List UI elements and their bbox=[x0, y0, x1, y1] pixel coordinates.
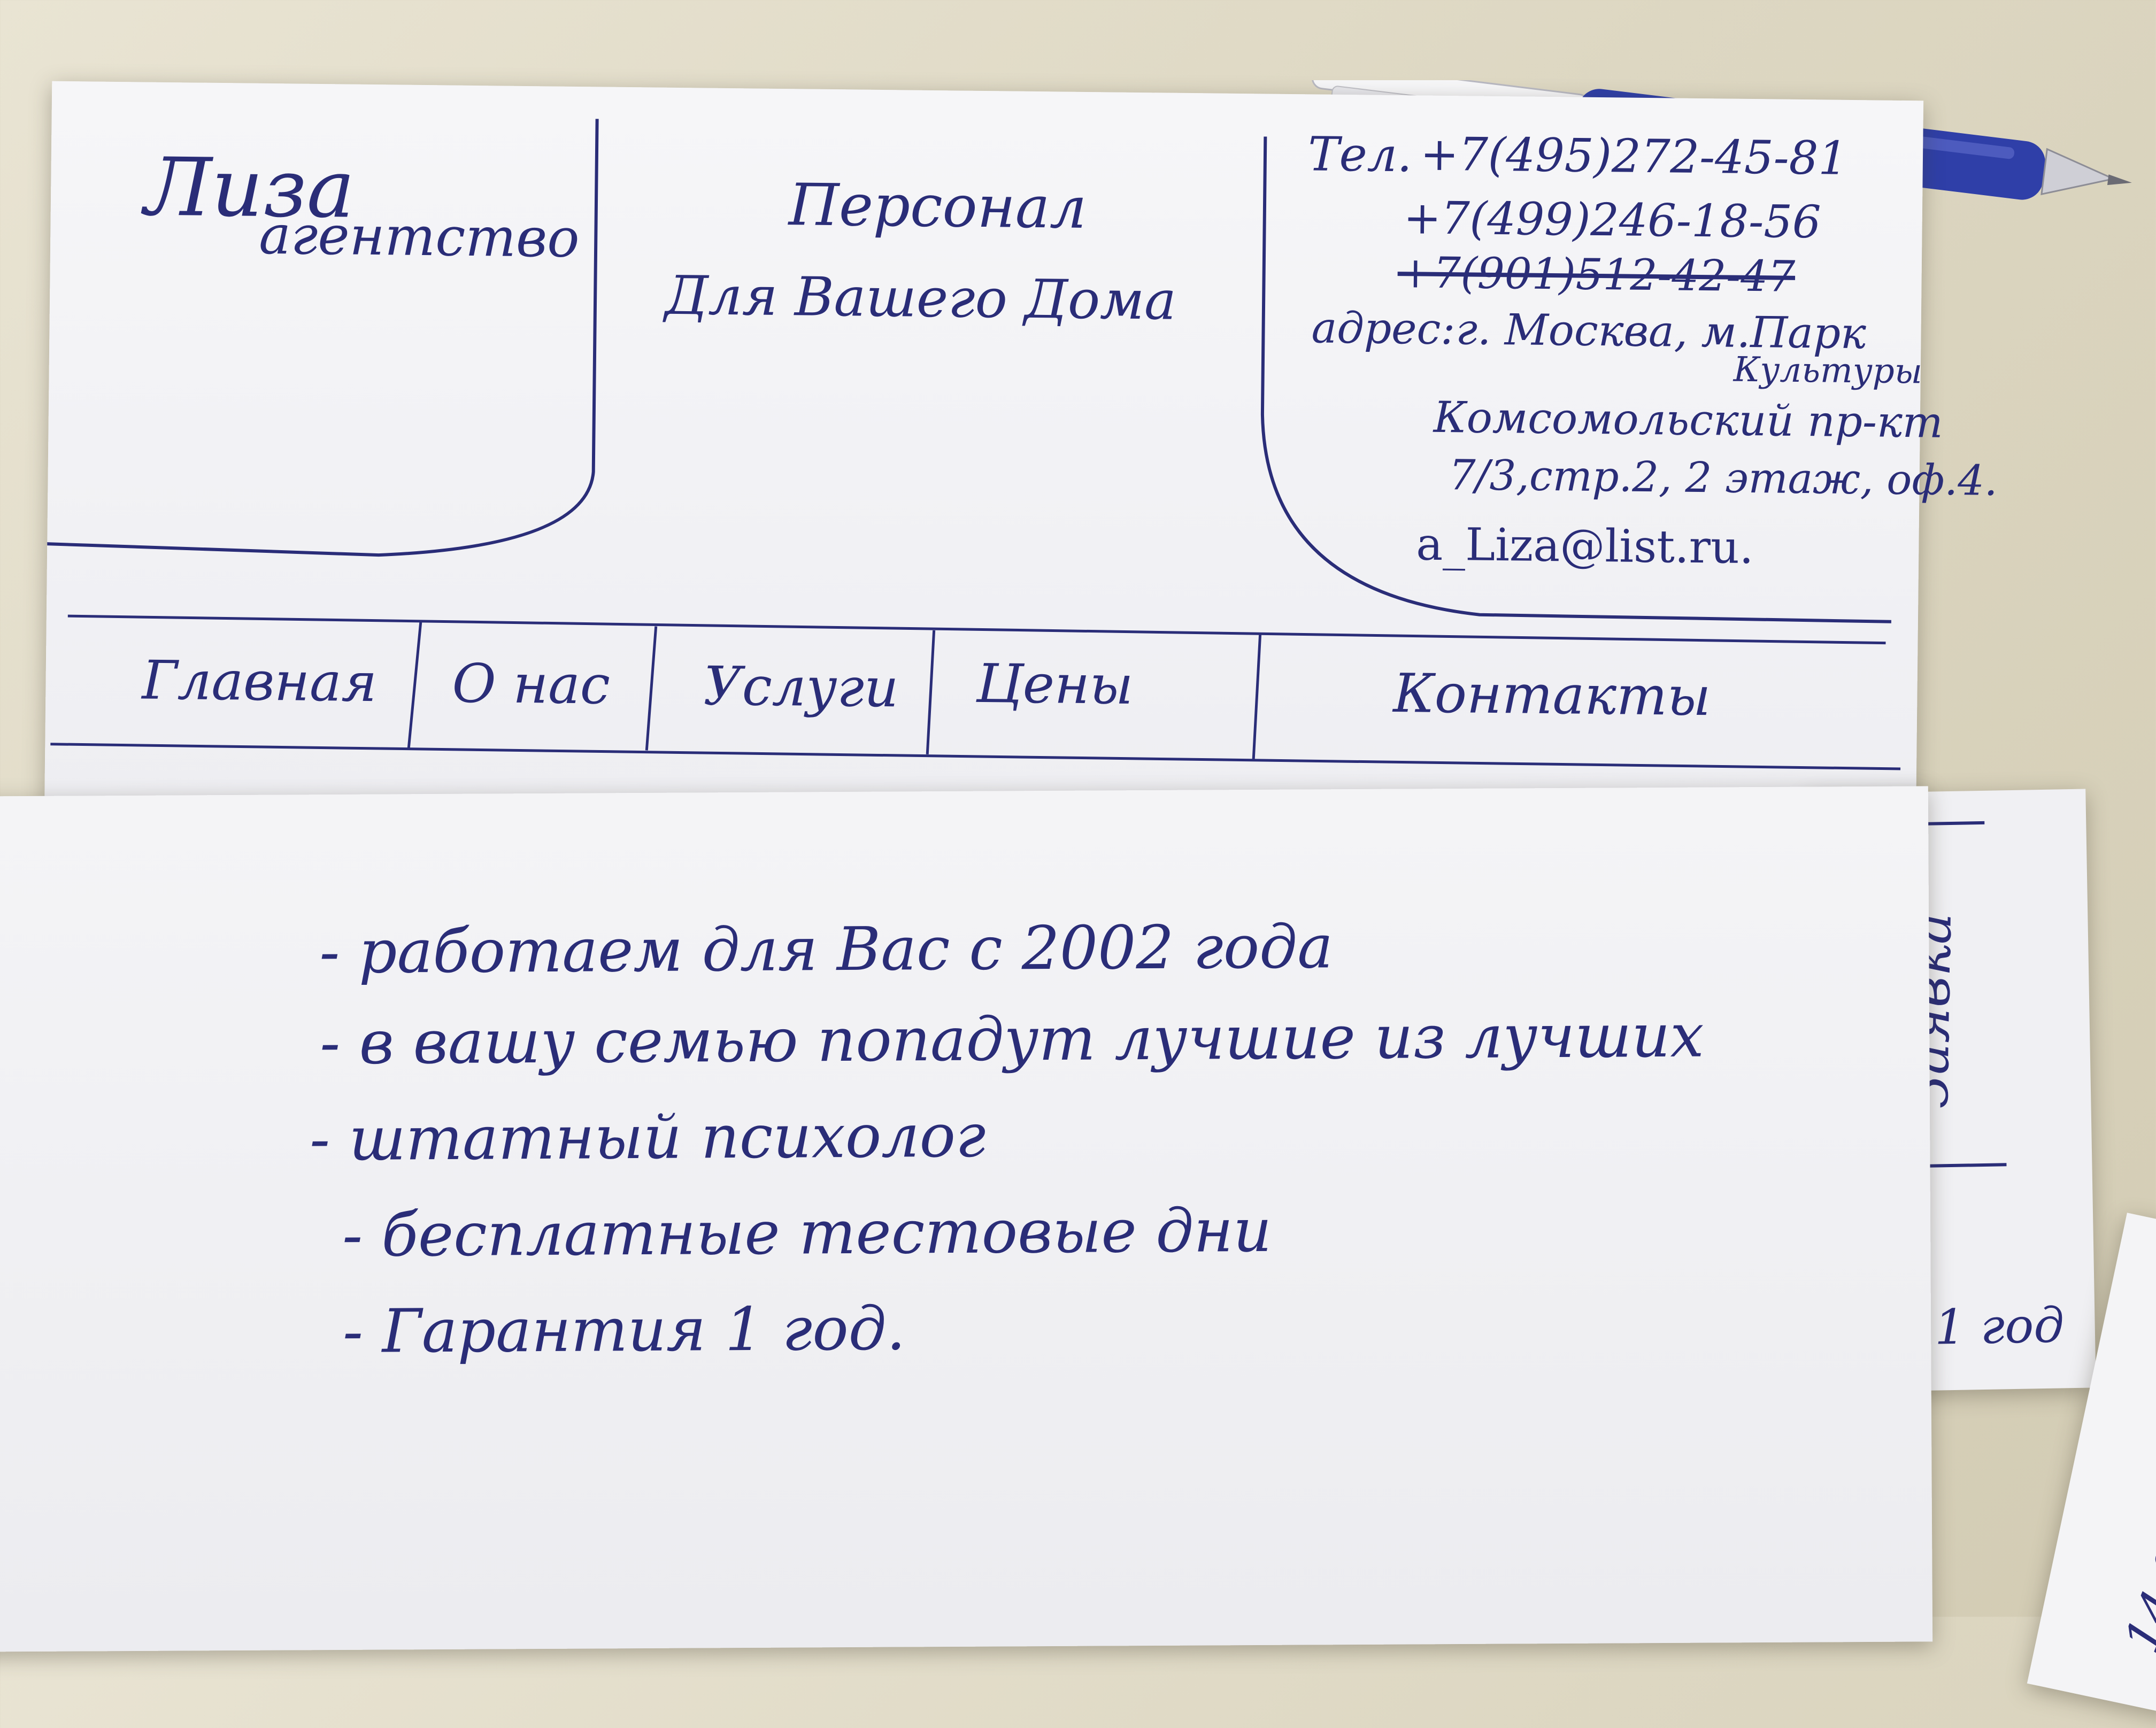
corner-text: 14 дней bbox=[2113, 1455, 2156, 1661]
nav-item-prices[interactable]: Цены bbox=[976, 652, 1134, 716]
nav-item-home[interactable]: Главная bbox=[141, 649, 378, 714]
content-sketch: - работаем для Вас с 2002 года - в вашу … bbox=[0, 786, 1933, 1652]
logo-line2: агентство bbox=[258, 203, 580, 270]
title-line1: Персонал bbox=[788, 172, 1087, 242]
address-line3: Комсомольский пр-кт bbox=[1433, 392, 1944, 448]
address-line2: Культуры bbox=[1733, 350, 1923, 392]
nav-item-about[interactable]: О нас bbox=[451, 652, 611, 716]
side-peek-text: 1 год bbox=[1934, 1297, 2065, 1356]
bullet-item-3: - штатный психолог bbox=[309, 1101, 986, 1175]
title-line2: Для Вашего Дома bbox=[664, 264, 1177, 332]
phone-3-crossed: +7(901)512-42-47 bbox=[1397, 248, 1796, 302]
bullet-item-4: - бесплатные тестовые дни bbox=[342, 1195, 1272, 1270]
nav-item-services[interactable]: Услуги bbox=[703, 654, 899, 720]
website-header-sketch: Лиза агентство Персонал Для Вашего Дома … bbox=[44, 81, 1998, 839]
sketch-lines bbox=[44, 119, 1901, 770]
email: a_Liza@list.ru. bbox=[1415, 518, 1754, 574]
phone-2: +7(499)246-18-56 bbox=[1403, 191, 1821, 249]
nav-item-contacts[interactable]: Контакты bbox=[1392, 662, 1711, 728]
bullet-item-5: - Гарантия 1 год. bbox=[342, 1294, 906, 1367]
phone-1: +7(495)272-45-81 bbox=[1420, 127, 1848, 186]
address-line4: 7/3,стр.2, 2 этаж, оф.4. bbox=[1449, 451, 1998, 505]
bullet-item-2: - в вашу семью попадут лучшие из лучших bbox=[319, 1001, 1704, 1078]
address-label: адрес: bbox=[1311, 303, 1456, 354]
phone-label: Тел. bbox=[1307, 126, 1413, 183]
bullet-item-1: - работаем для Вас с 2002 года bbox=[319, 912, 1334, 988]
